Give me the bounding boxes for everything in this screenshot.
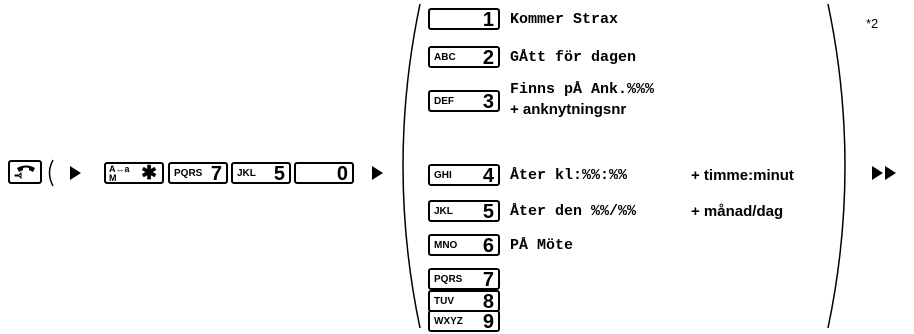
key-number: 2 bbox=[482, 47, 494, 69]
key-sub-label: TUV bbox=[434, 296, 454, 307]
talk-key[interactable] bbox=[8, 160, 42, 184]
key-sub-label: PQRS bbox=[174, 168, 203, 179]
key-sub-label: WXYZ bbox=[434, 316, 463, 327]
key-sub-label: MNO bbox=[434, 240, 458, 251]
key-sub-label: DEF bbox=[434, 96, 454, 107]
key-sub-label: JKL bbox=[434, 206, 453, 217]
footnote-marker: *2 bbox=[866, 16, 879, 31]
option-extra-3: + anknytningsnr bbox=[510, 101, 627, 118]
option-key-8[interactable]: TUV 8 bbox=[428, 290, 500, 313]
star-key[interactable]: A↔a M ✱ bbox=[104, 162, 164, 184]
star-key-sub: A↔a M bbox=[109, 164, 130, 183]
option-text-3: Finns pÅ Ank.%%% bbox=[510, 81, 655, 98]
phone-handset-icon bbox=[14, 165, 35, 180]
option-text-4: Åter kl:%%:%% bbox=[510, 167, 628, 184]
key-number: 5 bbox=[482, 201, 494, 223]
key-jkl5[interactable]: JKL 5 bbox=[231, 162, 291, 185]
key-sub-label: ABC bbox=[434, 52, 456, 63]
key-number: 6 bbox=[482, 235, 494, 257]
option-key-1[interactable]: 1 bbox=[428, 8, 500, 31]
key-sub-label: JKL bbox=[237, 168, 256, 179]
key-sub-label: PQRS bbox=[434, 274, 463, 285]
arrow-right-icon bbox=[372, 166, 383, 180]
option-text-5: Åter den %%/%% bbox=[510, 203, 637, 220]
right-paren bbox=[827, 3, 846, 329]
double-arrow-right-icon bbox=[872, 166, 906, 180]
option-extra-5: + månad/dag bbox=[691, 203, 784, 220]
option-key-7[interactable]: PQRS 7 bbox=[428, 268, 500, 291]
key-number: 8 bbox=[482, 291, 494, 313]
left-paren bbox=[402, 3, 421, 329]
key-number: 0 bbox=[336, 163, 348, 185]
key-number: 4 bbox=[482, 165, 494, 187]
key-number: 3 bbox=[482, 91, 494, 113]
key-sub-label: GHI bbox=[434, 170, 452, 181]
option-key-4[interactable]: GHI 4 bbox=[428, 164, 500, 187]
option-key-5[interactable]: JKL 5 bbox=[428, 200, 500, 223]
key-number: 5 bbox=[273, 163, 285, 185]
option-extra-4: + timme:minut bbox=[691, 167, 794, 184]
talk-key-bracket bbox=[48, 159, 54, 187]
star-key-num: ✱ bbox=[141, 163, 157, 184]
option-key-3[interactable]: DEF 3 bbox=[428, 90, 500, 113]
key-0[interactable]: 0 bbox=[294, 162, 354, 185]
option-key-9[interactable]: WXYZ 9 bbox=[428, 310, 500, 333]
option-key-2[interactable]: ABC 2 bbox=[428, 46, 500, 69]
option-text-1: Kommer Strax bbox=[510, 11, 619, 28]
option-text-6: PÅ Möte bbox=[510, 237, 574, 254]
key-number: 7 bbox=[482, 269, 494, 291]
option-text-2: GÅtt för dagen bbox=[510, 49, 637, 66]
key-number: 9 bbox=[482, 311, 494, 333]
key-number: 1 bbox=[482, 9, 494, 31]
option-key-6[interactable]: MNO 6 bbox=[428, 234, 500, 257]
key-pqrs7[interactable]: PQRS 7 bbox=[168, 162, 228, 185]
key-number: 7 bbox=[210, 163, 222, 185]
arrow-right-icon bbox=[70, 166, 81, 180]
